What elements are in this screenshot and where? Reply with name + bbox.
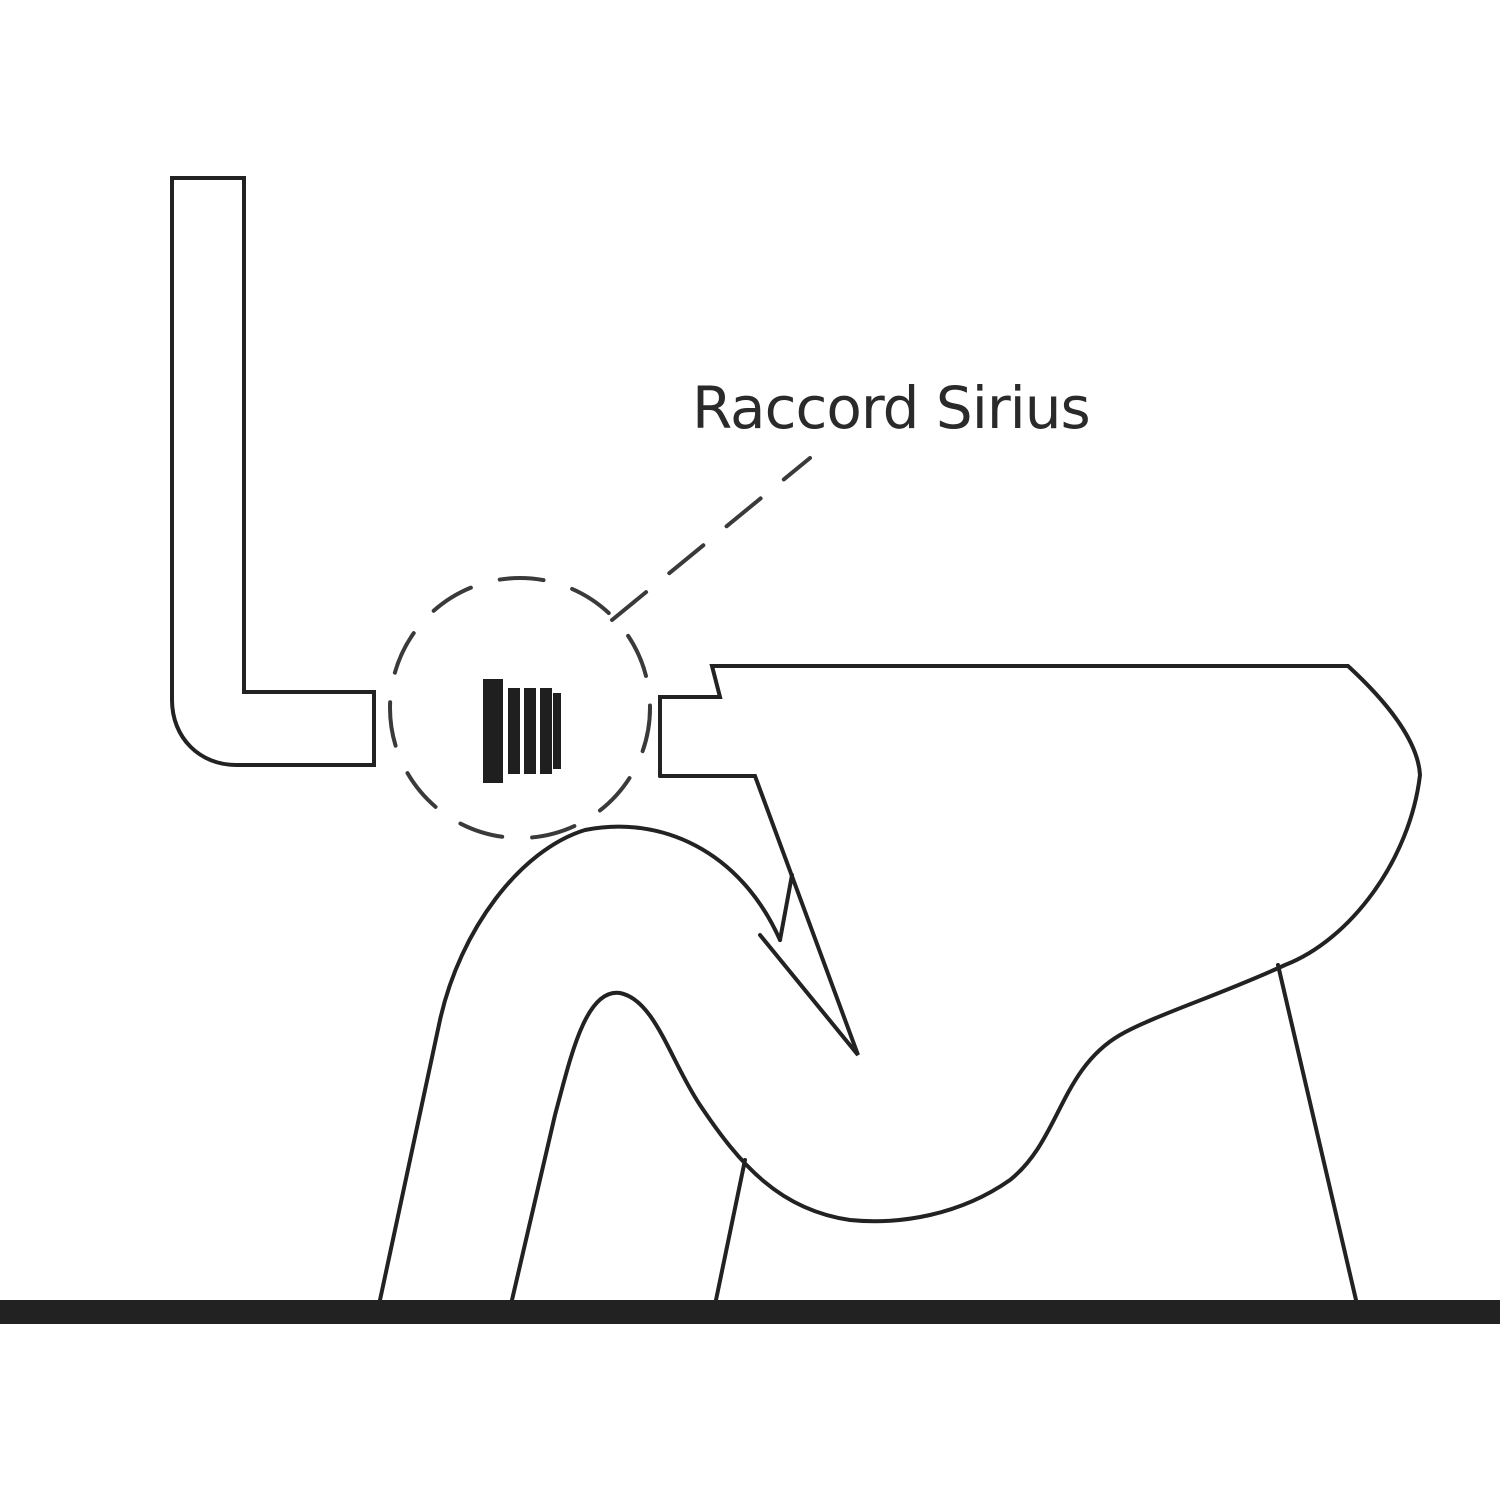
connector-ring-3 [540, 688, 552, 774]
floor-line [0, 1300, 1500, 1324]
toilet-bowl [378, 664, 1423, 1302]
connector-tip [553, 693, 561, 769]
connector-ring-1 [508, 688, 520, 774]
toilet-trapway-outer [378, 824, 782, 1302]
connector-flange [483, 679, 503, 783]
toilet-bowl-top [510, 664, 1423, 1302]
toilet-pedestal-right [1276, 963, 1358, 1302]
wall-pipe-outline [170, 176, 376, 767]
toilet-inner-support [778, 873, 794, 942]
callout-circle [388, 576, 652, 840]
toilet-pedestal-left [714, 1158, 747, 1302]
callout-label: Raccord Sirius [692, 374, 1090, 442]
connector-ring-2 [524, 688, 536, 774]
wall-pipe [170, 176, 376, 767]
toilet-bowl-throat [658, 774, 860, 1057]
callout-leader-line [610, 456, 812, 622]
sirius-connector [483, 679, 561, 783]
